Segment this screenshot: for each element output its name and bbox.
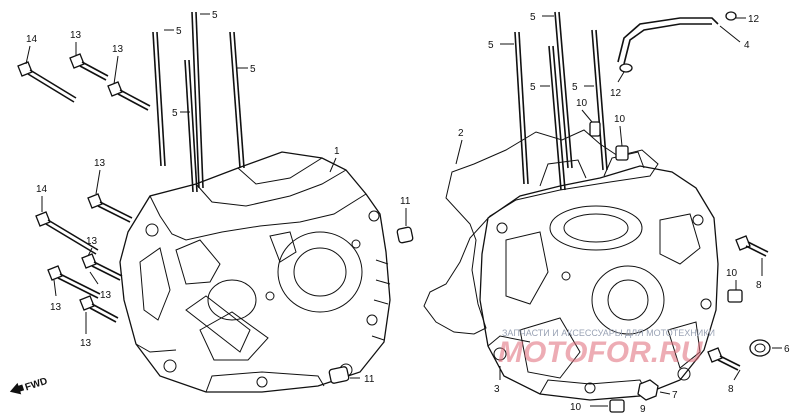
label-5: 5: [488, 40, 494, 51]
label-3: 3: [494, 384, 500, 395]
label-8: 8: [756, 280, 762, 291]
label-11: 11: [364, 374, 375, 385]
watermark: MOTOFOR.RU ЗАПЧАСТИ И АКСЕССУАРЫ ДЛЯ МОТ…: [498, 328, 715, 369]
left-crankcase: [119, 151, 391, 393]
label-13: 13: [70, 30, 82, 41]
dowels-11: [328, 226, 414, 384]
label-13: 13: [50, 302, 62, 313]
label-13: 13: [100, 290, 112, 301]
left-bolts: [17, 53, 151, 323]
label-10: 10: [726, 268, 738, 279]
fwd-label: FWD: [24, 376, 49, 394]
label-5: 5: [530, 82, 536, 93]
label-6: 6: [784, 344, 790, 355]
watermark-logo: MOTOFOR.RU: [498, 336, 704, 369]
label-12: 12: [610, 88, 622, 99]
label-5: 5: [572, 82, 578, 93]
breather-tube: [617, 11, 737, 73]
label-8: 8: [728, 384, 734, 395]
label-5: 5: [530, 12, 536, 23]
label-5: 5: [172, 108, 178, 119]
label-11: 11: [400, 196, 411, 207]
right-crankcase: [479, 151, 719, 401]
dowels-10: [589, 121, 743, 413]
left-studs: [152, 11, 245, 193]
label-10: 10: [576, 98, 588, 109]
label-10: 10: [570, 402, 582, 413]
label-13: 13: [86, 236, 98, 247]
label-12: 12: [748, 14, 760, 25]
label-13: 13: [112, 44, 124, 55]
label-1: 1: [334, 146, 340, 157]
fwd-arrow-icon: [9, 382, 25, 395]
fwd-indicator: FWD: [9, 376, 49, 395]
callout-labels: 14 13 13 5 5 5 5 1 13 14 13 13 13 13 11 …: [26, 10, 790, 415]
label-5: 5: [250, 64, 256, 75]
right-bolts: [637, 235, 771, 401]
right-studs: [514, 11, 608, 191]
label-10: 10: [614, 114, 626, 125]
label-9: 9: [640, 404, 646, 415]
label-14: 14: [36, 184, 48, 195]
label-5: 5: [212, 10, 218, 21]
label-5: 5: [176, 26, 182, 37]
label-7: 7: [672, 390, 678, 401]
label-4: 4: [744, 40, 750, 51]
label-13: 13: [94, 158, 106, 169]
leader-lines: [25, 13, 782, 407]
label-13: 13: [80, 338, 92, 349]
label-2: 2: [458, 128, 464, 139]
watermark-text: ЗАПЧАСТИ И АКСЕССУАРЫ ДЛЯ МОТОТЕХНИКИ: [502, 328, 715, 338]
label-14: 14: [26, 34, 38, 45]
gasket-2: [423, 129, 659, 335]
